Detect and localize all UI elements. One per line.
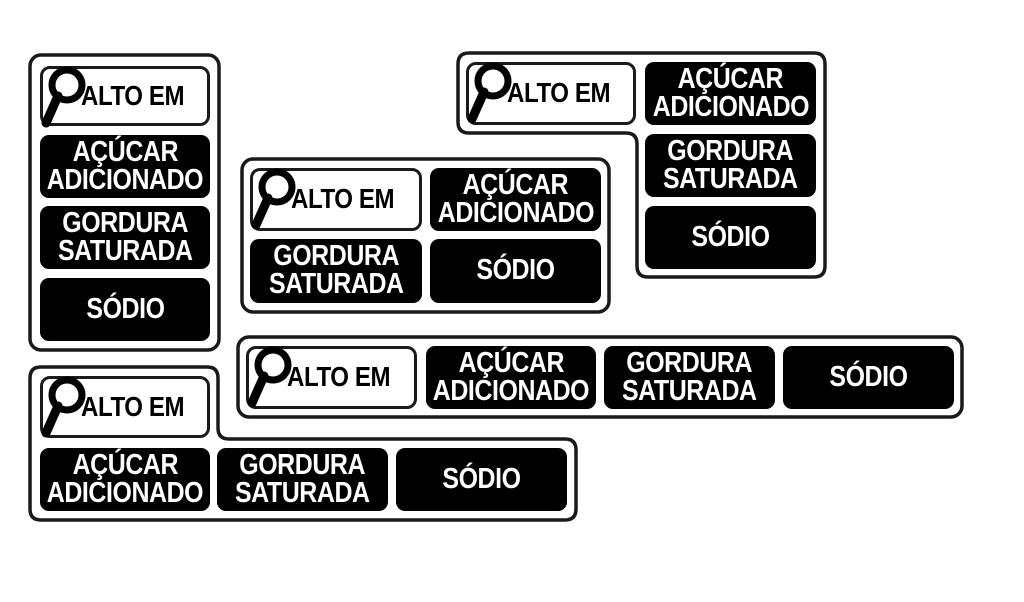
gordura-line2: SATURADA (235, 476, 370, 509)
gordura-saturada-label: GORDURA SATURADA (40, 206, 210, 269)
acucar-line2: ADICIONADO (432, 374, 590, 407)
magnifying-glass-icon (41, 376, 86, 438)
sodio-label: SÓDIO (783, 346, 954, 409)
acucar-line1: AÇÚCAR (677, 62, 784, 95)
alto-em-badge: ALTO EM (40, 66, 210, 128)
gordura-line2: SATURADA (268, 268, 404, 300)
sodio-text: SÓDIO (476, 254, 555, 287)
gordura-saturada-label: GORDURA SATURADA (250, 239, 422, 303)
frame-horizontal (236, 335, 964, 419)
acucar-line1: AÇÚCAR (72, 448, 178, 481)
acucar-line2: ADICIONADO (652, 90, 809, 123)
acucar-adicionado-label: AÇÚCAR ADICIONADO (430, 168, 601, 231)
sodio-text: SÓDIO (442, 462, 521, 495)
acucar-line1: AÇÚCAR (72, 135, 178, 168)
sodio-label: SÓDIO (396, 448, 567, 511)
gordura-line2: SATURADA (57, 234, 193, 267)
alto-em-badge: ALTO EM (246, 346, 417, 409)
gordura-line2: SATURADA (663, 162, 798, 195)
alto-em-label: ALTO EM (287, 361, 391, 393)
gordura-saturada-label: GORDURA SATURADA (645, 134, 816, 197)
gordura-saturada-label: GORDURA SATURADA (217, 448, 388, 511)
gordura-saturada-label: GORDURA SATURADA (604, 346, 775, 409)
sodio-text: SÓDIO (85, 292, 165, 325)
magnifying-glass-icon (251, 168, 296, 230)
gordura-line1: GORDURA (239, 448, 366, 481)
alto-em-label: ALTO EM (507, 77, 611, 109)
frame-vertical (28, 53, 221, 352)
alto-em-badge: ALTO EM (40, 376, 210, 438)
sodio-label: SÓDIO (645, 206, 816, 269)
gordura-line1: GORDURA (62, 206, 188, 239)
gordura-line1: GORDURA (626, 346, 753, 379)
sodio-label: SÓDIO (40, 278, 210, 341)
magnifying-glass-icon (247, 346, 292, 408)
acucar-line1: AÇÚCAR (458, 346, 564, 379)
sodio-text: SÓDIO (691, 220, 770, 253)
acucar-adicionado-label: AÇÚCAR ADICIONADO (426, 346, 596, 409)
acucar-line2: ADICIONADO (437, 196, 594, 229)
magnifying-glass-icon (41, 66, 86, 128)
alto-em-label: ALTO EM (81, 79, 185, 111)
acucar-line1: AÇÚCAR (462, 168, 569, 201)
magnifying-glass-icon (467, 62, 512, 124)
alto-em-label: ALTO EM (81, 390, 185, 422)
alto-em-badge: ALTO EM (466, 62, 636, 125)
acucar-line2: ADICIONADO (46, 163, 204, 196)
acucar-line2: ADICIONADO (46, 476, 204, 509)
alto-em-badge: ALTO EM (250, 168, 422, 231)
alto-em-label: ALTO EM (291, 183, 395, 215)
gordura-line1: GORDURA (273, 240, 399, 273)
sodio-text: SÓDIO (829, 360, 908, 393)
gordura-line2: SATURADA (622, 374, 757, 407)
gordura-line1: GORDURA (667, 134, 794, 167)
sodio-label: SÓDIO (430, 239, 601, 303)
acucar-adicionado-label: AÇÚCAR ADICIONADO (645, 62, 816, 125)
acucar-adicionado-label: AÇÚCAR ADICIONADO (40, 135, 210, 198)
acucar-adicionado-label: AÇÚCAR ADICIONADO (40, 448, 210, 511)
